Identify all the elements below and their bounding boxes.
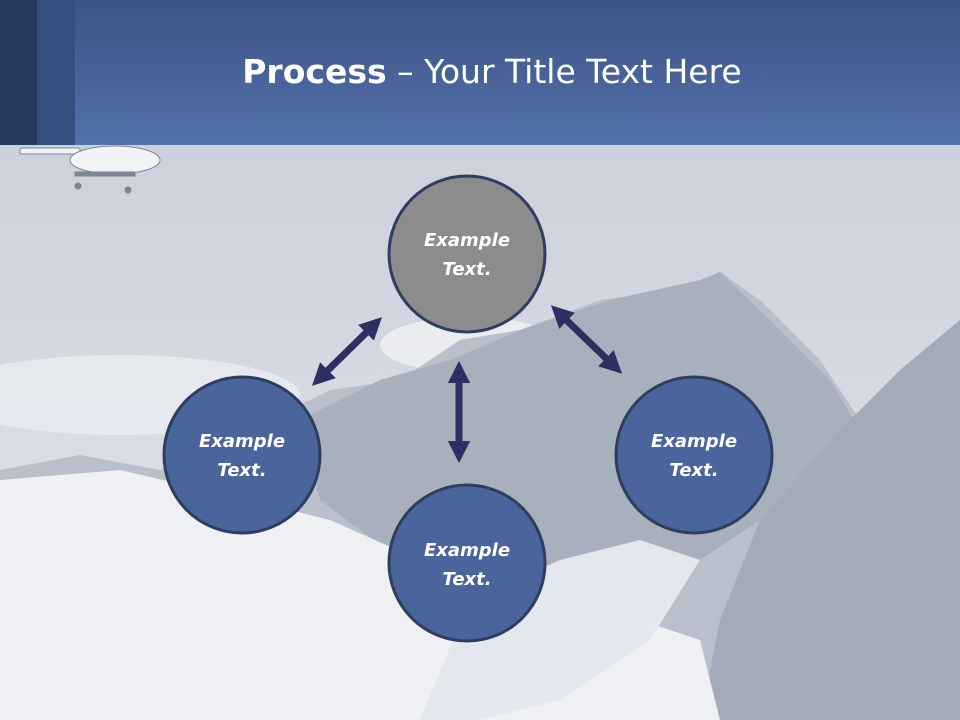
process-node-right: Example Text. [614, 375, 774, 535]
node-label-line1: Example [199, 431, 285, 452]
header-accent-strip [0, 0, 37, 145]
header-bar [0, 0, 960, 145]
arrow-top-right [550, 305, 623, 374]
node-label-line1: Example [424, 540, 510, 561]
process-node-top: Example Text. [387, 174, 547, 334]
node-label-line2: Text. [669, 460, 718, 481]
node-circle [614, 375, 774, 535]
node-label-line1: Example [651, 431, 737, 452]
node-circle [387, 174, 547, 334]
process-node-bottom: Example Text. [387, 483, 547, 643]
node-label-line2: Text. [217, 460, 266, 481]
arrow-top-left [312, 317, 382, 386]
node-circle [162, 375, 322, 535]
node-label-line2: Text. [442, 259, 491, 280]
slide-title-rest: – Your Title Text Here [386, 52, 742, 91]
node-circle [387, 483, 547, 643]
node-label-line1: Example [424, 230, 510, 251]
header-accent-strip [37, 0, 75, 145]
node-label-line2: Text. [442, 569, 491, 590]
slide-title: Process – Your Title Text Here [0, 52, 960, 91]
process-node-left: Example Text. [162, 375, 322, 535]
slide-title-bold: Process [242, 52, 387, 91]
